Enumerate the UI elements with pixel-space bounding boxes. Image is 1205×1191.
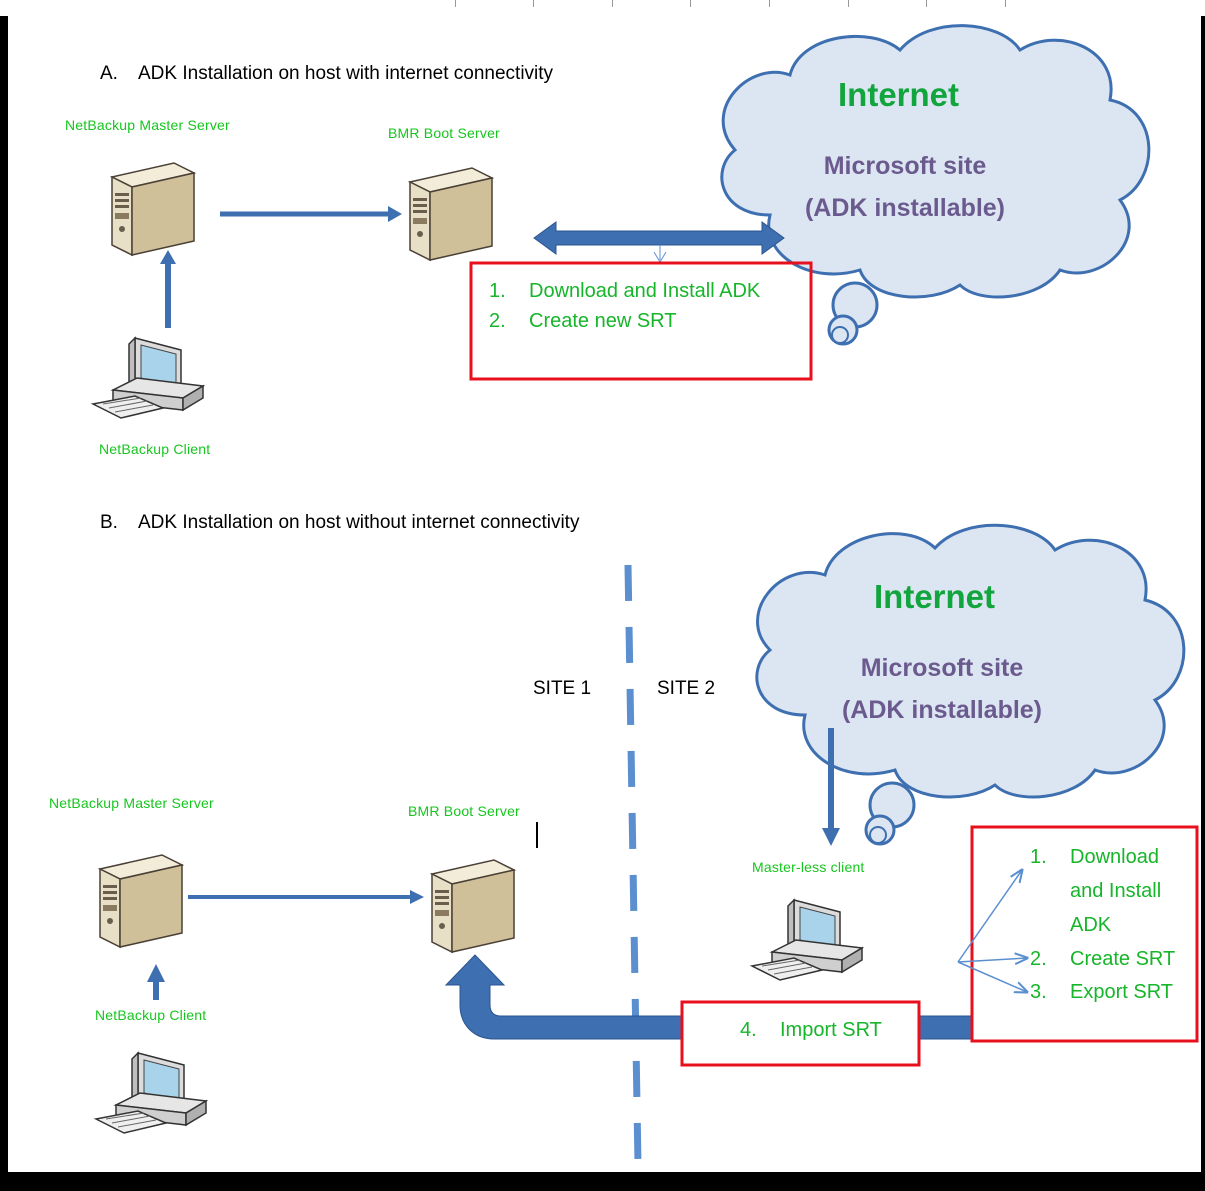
site-2-label: SITE 2 [657, 678, 716, 699]
import-step: 4. Import SRT [740, 1019, 882, 1042]
arrow-internet-to-masterless [822, 728, 840, 846]
steps-box-a [469, 261, 813, 381]
cloud-a-title: Internet [838, 76, 960, 113]
step-b-1-text: Download [1070, 846, 1159, 868]
arrow-master-to-boot-b [188, 890, 424, 904]
import-step-text: Import SRT [780, 1019, 882, 1041]
cloud-b-line1: Microsoft site [860, 654, 1024, 682]
cloud-icon [755, 523, 1186, 846]
step-a-1-num: 1. [489, 280, 506, 302]
step-a-2-text: Create new SRT [529, 310, 677, 332]
section-a-heading-num: A. [100, 63, 118, 84]
section-b-heading-num: B. [100, 512, 118, 533]
boot-server-label-b: BMR Boot Server [408, 803, 520, 819]
server-tower-icon [99, 854, 183, 948]
step-b-1: 1. Download [1030, 840, 1159, 874]
site-divider-line [624, 564, 642, 1166]
step-b-1-line2: and Install [1070, 880, 1162, 902]
step-b-3: 3. Export SRT [1030, 975, 1173, 1009]
step-b-2-num: 2. [1030, 948, 1047, 970]
cloud-b-line2: (ADK installable) [841, 696, 1043, 724]
import-step-num: 4. [740, 1019, 757, 1041]
double-arrow-boot-internet [533, 221, 785, 263]
section-b-heading: B. ADK Installation on host without inter… [100, 512, 579, 534]
arrow-master-to-boot [220, 206, 402, 222]
section-b-heading-text: ADK Installation on host without interne… [138, 512, 580, 533]
desktop-computer-icon [95, 1052, 207, 1134]
step-b-2-text: Create SRT [1070, 948, 1176, 970]
masterless-client-label: Master-less client [752, 859, 865, 875]
cloud-a-line2: (ADK installable) [804, 194, 1006, 222]
top-ruler-strip [0, 0, 1205, 16]
step-a-2: 2. Create new SRT [489, 310, 676, 333]
step-b-3-num: 3. [1030, 981, 1047, 1003]
desktop-computer-icon [751, 899, 863, 981]
step-b-3-text: Export SRT [1070, 981, 1173, 1003]
section-a-heading-text: ADK Installation on host with internet c… [138, 63, 554, 84]
fan-arrows [957, 870, 1027, 992]
cloud-a-text: Microsoft site (ADK installable) [790, 145, 1020, 229]
cloud-b-title: Internet [874, 578, 996, 615]
client-label-a: NetBackup Client [99, 441, 211, 457]
step-b-1-line3: ADK [1070, 914, 1112, 936]
server-tower-icon [409, 167, 493, 261]
boot-server-label-a: BMR Boot Server [388, 125, 500, 141]
step-a-1: 1. Download and Install ADK [489, 280, 760, 303]
client-label-b: NetBackup Client [95, 1007, 207, 1023]
server-tower-icon [431, 859, 515, 953]
arrow-client-to-master-b [147, 964, 165, 1000]
step-b-1-num: 1. [1030, 846, 1047, 868]
cloud-icon [720, 24, 1151, 346]
steps-box-b [970, 825, 1199, 1043]
step-b-2: 2. Create SRT [1030, 942, 1175, 976]
step-a-1-text: Download and Install ADK [529, 280, 761, 302]
arrow-client-to-master [160, 250, 176, 328]
section-a-heading: A. ADK Installation on host with internet… [100, 63, 553, 85]
cloud-b-text: Microsoft site (ADK installable) [827, 647, 1057, 731]
site-1-label: SITE 1 [533, 678, 592, 699]
server-tower-icon [111, 162, 195, 256]
master-server-label-b: NetBackup Master Server [49, 795, 214, 811]
master-server-label-a: NetBackup Master Server [65, 117, 230, 133]
step-a-2-num: 2. [489, 310, 506, 332]
cloud-a-line1: Microsoft site [823, 152, 987, 180]
desktop-computer-icon [92, 337, 204, 419]
import-step-box [680, 1000, 921, 1067]
